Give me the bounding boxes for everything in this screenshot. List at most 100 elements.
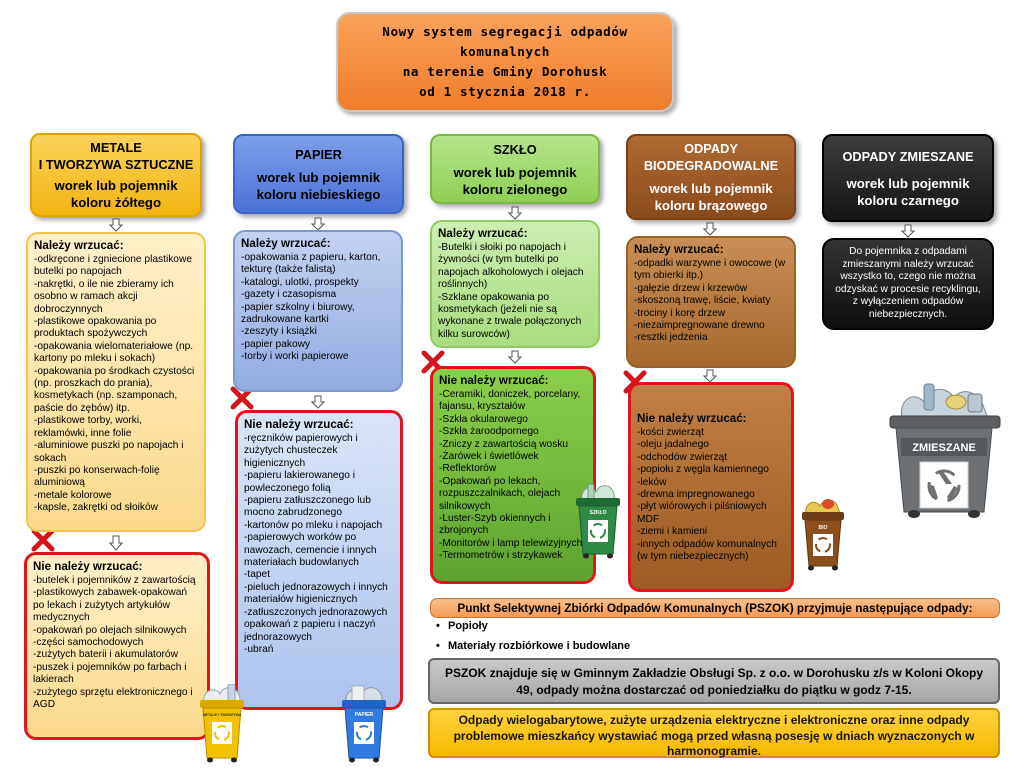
list-item: -Opakowań po lekach, rozpuszczalnikach, … (439, 475, 561, 512)
list-item: -zatłuszczonych jednorazowych opakowań z… (244, 606, 388, 643)
allowed-list-bio: Należy wrzucać: -odpadki warzywne i owoc… (626, 236, 796, 368)
list-item: -ręczników papierowych i zużytych chuste… (244, 433, 358, 469)
recycle-symbol-icon (590, 523, 606, 539)
list-item: -papier pakowy (241, 338, 311, 350)
down-arrow-icon (311, 395, 325, 409)
list-item: -kapsle, zakrętki od słoików (34, 502, 158, 514)
list-item: -ubrań (244, 643, 274, 655)
category-sub: worek lub pojemnik (453, 164, 577, 180)
list-item: -katalogi, ulotki, prospekty (241, 276, 359, 288)
list-item: -opakowania po środkach czystości (np. p… (34, 365, 195, 414)
list-item: -butelek i pojemników z zawartością (33, 575, 196, 586)
list-item: -trociny i korę drzew (634, 307, 726, 319)
pszok-list: Popioły Materiały rozbiórkowe i budowlan… (436, 616, 836, 656)
bin-label: BIO (819, 525, 828, 531)
list-item: -gazety i czasopisma (241, 289, 337, 301)
list-item: -plastikowe torby, worki, reklamówki, in… (34, 415, 142, 439)
down-arrow-icon (508, 350, 522, 364)
recycle-symbol-icon (927, 469, 961, 503)
category-name: ODPADY (684, 141, 738, 156)
down-arrow-icon (109, 218, 123, 232)
list-item: -papieru zatłuszczonego lub mocno zabrud… (244, 495, 371, 519)
title-line: komunalnych (459, 44, 550, 59)
forbidden-list-papier: Nie należy wrzucać: -ręczników papierowy… (235, 410, 403, 710)
list-item: -Reflektorów (439, 463, 497, 475)
list-item: -popiołu z węgla kamiennego (637, 464, 769, 476)
list-item: -skoszoną trawę, liście, kwiaty (634, 295, 771, 307)
red-x-icon (31, 528, 55, 552)
bin-label: SZKŁO (590, 510, 607, 516)
list-item: -tapet (244, 569, 271, 581)
title-line: od 1 stycznia 2018 r. (419, 84, 591, 99)
list-item: -opakowania wielomateriałowe (np. karton… (34, 340, 194, 365)
list-heading: Nie należy wrzucać: (33, 560, 143, 573)
list-item: -opakowania z papieru, karton, tekturę (… (241, 252, 381, 276)
list-heading: Nie należy wrzucać: (244, 418, 354, 431)
list-item: Materiały rozbiórkowe i budowlane (436, 636, 836, 656)
list-item: -Ceramiki, doniczek, porcelany, fajansu,… (439, 389, 581, 413)
list-item: -puszek i pojemników po farbach i lakier… (33, 661, 187, 686)
down-arrow-icon (311, 217, 325, 231)
list-item: Popioły (436, 616, 836, 636)
list-item: -kartonów po mleku i napojach (244, 519, 383, 531)
bin-label: PAPIER (355, 712, 374, 718)
category-sub: worek lub pojemnik (846, 175, 970, 191)
zmieszane-description: Do pojemnika z odpadami zmieszanymi nale… (822, 238, 994, 330)
list-item: -drewna impregnowanego (637, 489, 755, 501)
recycling-bin-icon: SZKŁO (576, 483, 620, 559)
recycling-bin-icon: METALE I TWORZYWA (200, 684, 244, 763)
bin-label: METALE I TWORZYWA (203, 713, 242, 717)
recycle-symbol-icon (214, 725, 230, 741)
recycle-symbol-icon (356, 725, 372, 741)
down-arrow-icon (901, 224, 915, 238)
list-item: -resztki jedzenia (634, 332, 708, 344)
list-item: -odpadki warzywne i owocowe (w tym obier… (634, 258, 786, 282)
forbidden-list-bio: Nie należy wrzucać: -kości zwierząt -ole… (628, 382, 794, 592)
main-title: Nowy system segregacji odpadów komunalny… (336, 12, 674, 112)
category-name: METALE (90, 140, 142, 155)
allowed-list-papier: Należy wrzucać: -opakowania z papieru, k… (233, 230, 403, 392)
category-sub: worek lub pojemnik (256, 169, 381, 185)
list-item: -Termometrów i strzykawek (439, 550, 563, 562)
list-item: -plastikowych zabawek-opakowań po lekach… (33, 587, 188, 624)
list-item: -papierowych worków po nawozach, cemenci… (244, 532, 377, 569)
title-line: Nowy system segregacji odpadów (382, 24, 628, 39)
list-item: -części samochodowych (33, 637, 144, 649)
recycle-symbol-icon (815, 537, 831, 553)
list-item: -leków (637, 476, 667, 488)
list-item: -pieluch jednorazowych i innych materiał… (244, 581, 388, 606)
recycling-bin-icon: PAPIER (342, 685, 386, 763)
recycling-bin-icon: BIO (802, 499, 844, 571)
down-arrow-icon (703, 222, 717, 236)
list-heading: Należy wrzucać: (241, 237, 331, 250)
category-sub: koloru żółtego (70, 195, 162, 210)
list-item: -Butelki i słoiki po napojach i żywności… (438, 242, 584, 291)
list-item: -oleju jadalnego (637, 439, 709, 451)
list-item: -metale kolorowe (34, 489, 112, 501)
title-line: na terenie Gminy Dorohusk (402, 64, 608, 79)
list-item: -ziemi i kamieni (637, 526, 708, 538)
forbidden-list-szklo: Nie należy wrzucać: -Ceramiki, doniczek,… (430, 366, 596, 584)
category-name: ODPADY ZMIESZANE (842, 148, 974, 164)
category-name: PAPIER (295, 146, 342, 162)
list-item: -zeszyty i książki (241, 326, 317, 338)
list-item: -Szklane opakowania po kosmetykach (jeże… (438, 291, 582, 340)
down-arrow-icon (508, 206, 522, 220)
category-sub: worek lub pojemnik (54, 178, 178, 193)
recycling-bin-icon: ZMIESZANE (889, 383, 1001, 518)
category-sub: koloru zielonego (462, 181, 568, 197)
list-item: -papieru lakierowanego i powleczonego fo… (244, 470, 355, 494)
list-heading: Należy wrzucać: (634, 243, 724, 256)
list-item: -zużytych baterii i akumulatorów (33, 649, 178, 661)
list-item: -Szkła żaroodpornego (439, 426, 539, 438)
list-heading: Należy wrzucać: (34, 239, 124, 252)
bin-label: ZMIESZANE (912, 442, 976, 454)
pszok-header: Punkt Selektywnej Zbiórki Odpadów Komuna… (430, 598, 1000, 618)
down-arrow-icon (109, 535, 123, 551)
list-item: -opakowań po olejach silnikowych (33, 624, 187, 636)
category-sub: koloru brązowego (654, 198, 768, 213)
list-item: -kości zwierząt (637, 427, 704, 438)
